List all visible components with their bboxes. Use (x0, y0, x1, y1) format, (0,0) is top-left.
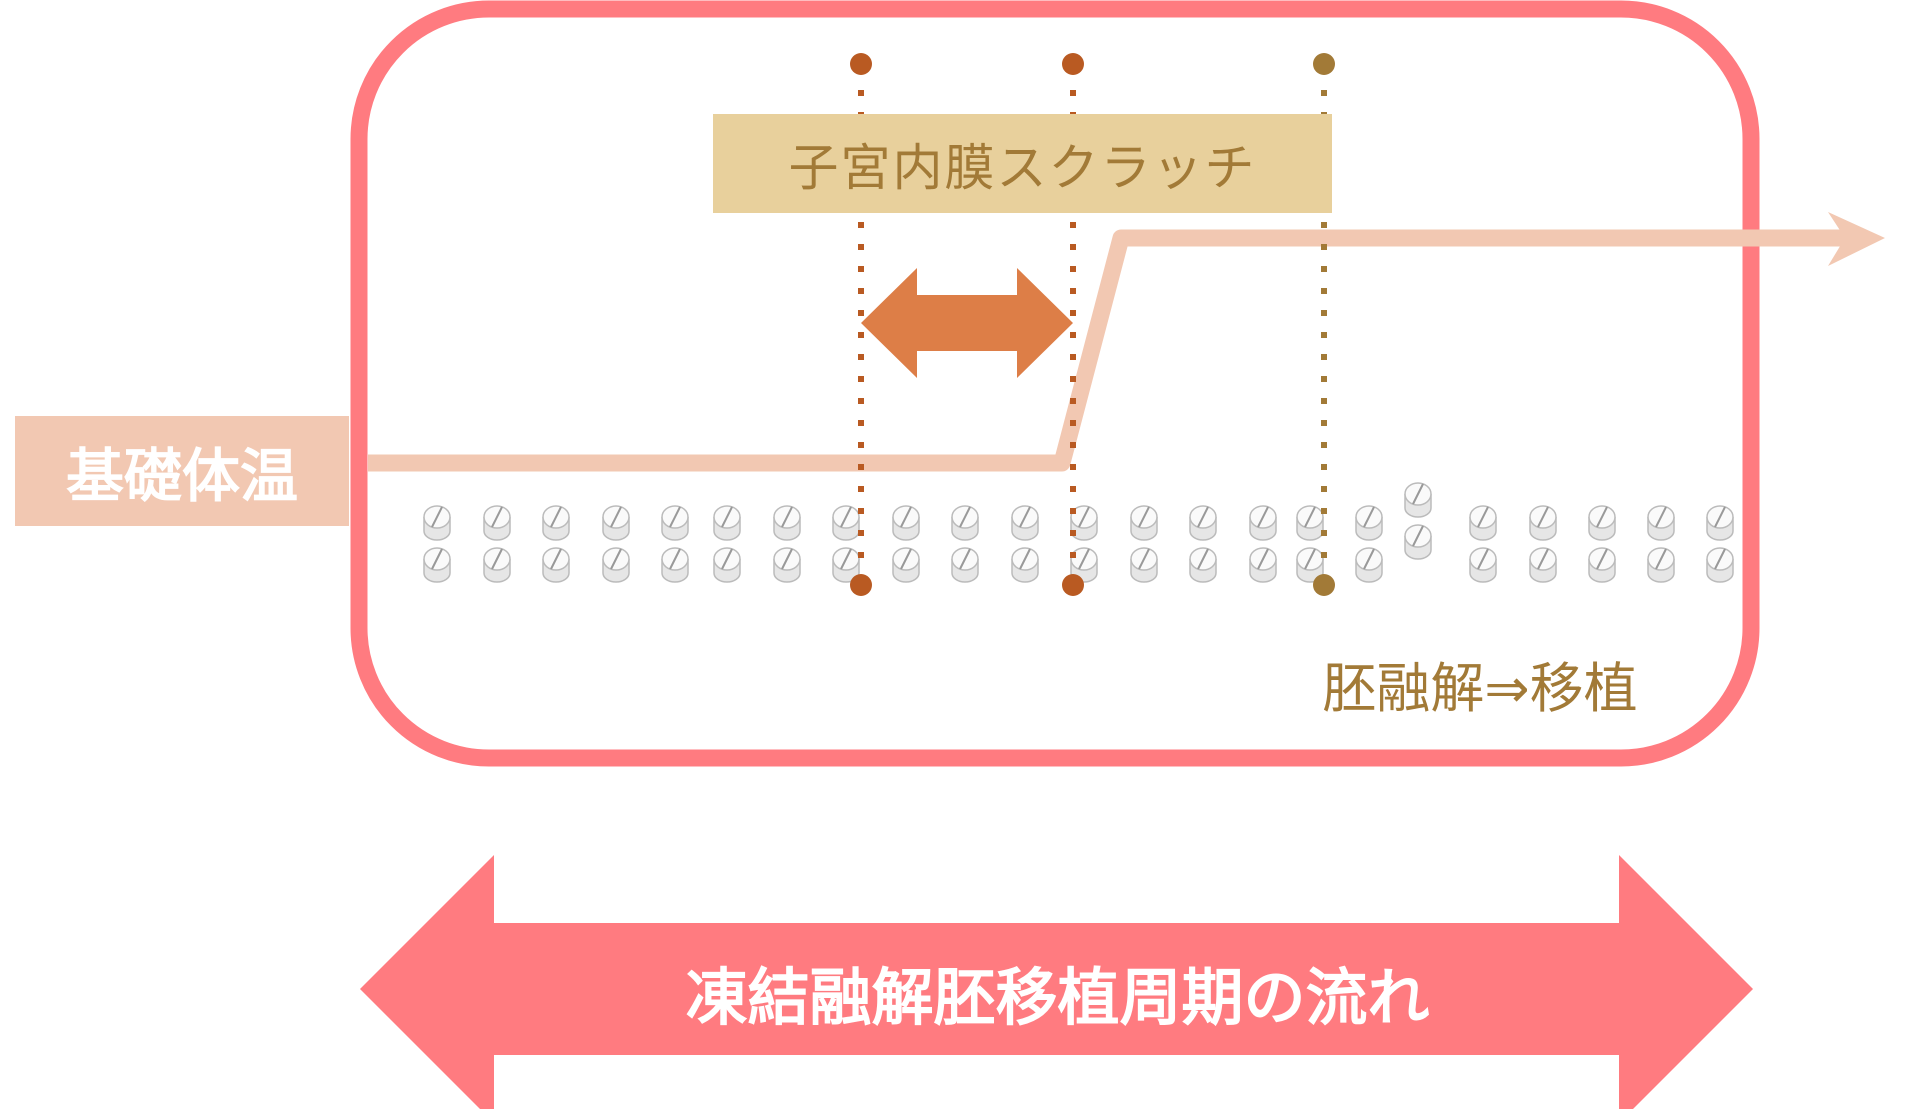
cycle-flow-label: 凍結融解胚移植周期の流れ (685, 961, 1430, 1034)
pill-icon (1469, 547, 1497, 583)
scratch-period-arrow (861, 268, 1073, 378)
pill-icon (713, 505, 741, 541)
pill-icon (1647, 547, 1675, 583)
pill-icon (1249, 505, 1277, 541)
pill-icon (1296, 547, 1324, 583)
pill-icon (1588, 547, 1616, 583)
marker-dot-top-3 (1313, 53, 1335, 75)
marker-dot-bottom-1 (850, 574, 872, 596)
pill-icon (1404, 524, 1432, 560)
pill-icon (542, 547, 570, 583)
pill-icon (1355, 547, 1383, 583)
pill-icon (1706, 547, 1734, 583)
pill-icon (483, 547, 511, 583)
pill-icon (951, 547, 979, 583)
temperature-arrowhead (1828, 212, 1885, 266)
basal-body-temperature-label: 基礎体温 (15, 416, 349, 526)
pill-icon (423, 505, 451, 541)
pill-icon (892, 547, 920, 583)
pill-icon (1070, 505, 1098, 541)
cycle-double-arrow (360, 855, 1753, 1109)
pill-icon (1130, 547, 1158, 583)
marker-dot-bottom-2 (1062, 574, 1084, 596)
pill-icon (773, 547, 801, 583)
pill-icon (1249, 547, 1277, 583)
pill-icons (423, 482, 1734, 583)
pill-icon (1355, 505, 1383, 541)
pill-icon (542, 505, 570, 541)
marker-dot-top-1 (850, 53, 872, 75)
cycle-frame (350, 0, 1760, 767)
pill-icon (1706, 505, 1734, 541)
endometrial-scratch-label: 子宮内膜スクラッチ (713, 114, 1332, 213)
pill-icon (483, 505, 511, 541)
pill-icon (1130, 505, 1158, 541)
pill-icon (951, 505, 979, 541)
pill-icon (1296, 505, 1324, 541)
temperature-line (368, 229, 1860, 472)
embryo-thaw-transfer-label: 胚融解⇒移植 (1322, 656, 1638, 720)
pill-icon (1011, 505, 1039, 541)
pill-icon (832, 547, 860, 583)
pill-icon (661, 547, 689, 583)
pill-icon (773, 505, 801, 541)
pill-icon (892, 505, 920, 541)
marker-lines (850, 53, 1335, 596)
pill-icon (1588, 505, 1616, 541)
pill-icon (661, 505, 689, 541)
pill-icon (1469, 505, 1497, 541)
marker-dot-top-2 (1062, 53, 1084, 75)
pill-icon (1529, 505, 1557, 541)
pill-icon (602, 505, 630, 541)
pill-icon (1189, 547, 1217, 583)
pill-icon (1011, 547, 1039, 583)
marker-dot-bottom-3 (1313, 574, 1335, 596)
pill-icon (713, 547, 741, 583)
pill-icon (602, 547, 630, 583)
pill-icon (1404, 482, 1432, 518)
pill-icon (1189, 505, 1217, 541)
pill-icon (423, 547, 451, 583)
pill-icon (1647, 505, 1675, 541)
pill-icon (832, 505, 860, 541)
pill-icon (1529, 547, 1557, 583)
